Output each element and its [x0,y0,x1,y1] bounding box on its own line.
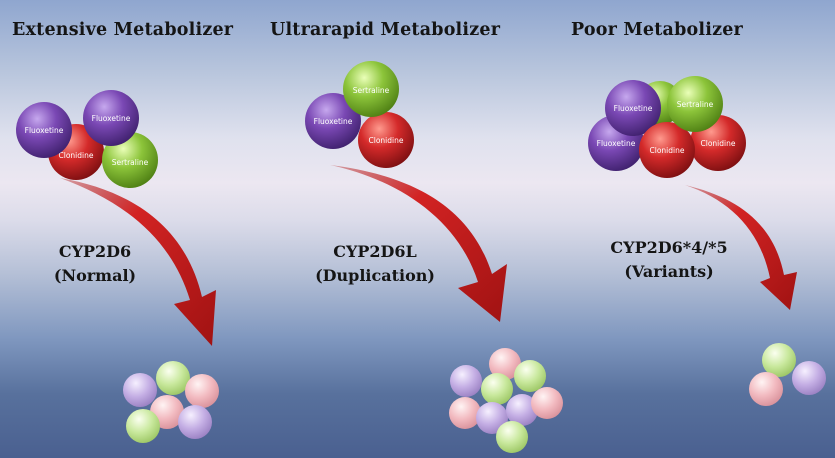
metabolite-ball [514,360,546,392]
metabolite-ball [762,343,796,377]
enzyme-note: (Variants) [624,262,714,281]
title-poor-metabolizer: Poor Metabolizer [571,20,743,40]
enzyme-name: CYP2D6L [333,242,417,261]
drug-ball-fluoxetine: Fluoxetine [605,80,661,136]
metabolite-ball [481,373,513,405]
metabolite-ball [178,405,212,439]
drug-cluster-extensive: Clonidine Sertraline Fluoxetine Fluoxeti… [16,90,158,188]
drug-ball-clonidine: Clonidine [639,122,695,178]
svg-text:Clonidine: Clonidine [701,139,736,148]
svg-text:Sertraline: Sertraline [353,86,390,95]
arrow-ultrarapid [330,165,507,322]
metabolite-ball [792,361,826,395]
drug-ball-sertraline: Sertraline [102,132,158,188]
metabolite-cluster-extensive [123,361,219,443]
svg-text:Fluoxetine: Fluoxetine [614,104,653,113]
title-ultrarapid-metabolizer: Ultrarapid Metabolizer [270,20,501,40]
metabolite-cluster-poor [749,343,826,406]
drug-cluster-poor: Clonidine Fluoxetine Fluoxetine Clonidin… [588,76,746,178]
svg-text:Clonidine: Clonidine [59,151,94,160]
metabolite-ball [123,373,157,407]
svg-text:Fluoxetine: Fluoxetine [25,126,64,135]
svg-text:Fluoxetine: Fluoxetine [92,114,131,123]
metabolite-cluster-ultrarapid [449,348,563,453]
drug-cluster-ultrarapid: Clonidine Fluoxetine Sertraline [305,61,414,168]
svg-text:Fluoxetine: Fluoxetine [597,139,636,148]
metabolite-ball [126,409,160,443]
drug-ball-fluoxetine: Fluoxetine [305,93,361,149]
svg-text:Sertraline: Sertraline [112,158,149,167]
title-extensive-metabolizer: Extensive Metabolizer [12,20,234,40]
svg-text:Clonidine: Clonidine [369,136,404,145]
metabolite-ball [449,397,481,429]
metabolite-ball [506,394,538,426]
enzyme-label-extensive: CYP2D6 (Normal) [40,240,150,288]
enzyme-note: (Duplication) [315,266,435,285]
svg-text:Fluoxetine: Fluoxetine [314,117,353,126]
enzyme-name: CYP2D6*4/*5 [610,238,728,257]
metabolite-ball [450,365,482,397]
enzyme-label-poor: CYP2D6*4/*5 (Variants) [594,236,744,284]
arrow-extensive [60,178,216,346]
metabolite-ball [476,402,508,434]
metabolite-ball [185,374,219,408]
enzyme-name: CYP2D6 [58,242,132,261]
drug-ball-clonidine: Clonidine [358,112,414,168]
metabolite-ball [496,421,528,453]
metabolite-ball [156,361,190,395]
svg-text:Clonidine: Clonidine [650,146,685,155]
metabolite-ball [531,387,563,419]
metabolite-ball [749,372,783,406]
drug-ball-fluoxetine: Fluoxetine [16,102,72,158]
enzyme-label-ultrarapid: CYP2D6L (Duplication) [300,240,450,288]
metabolite-ball [489,348,521,380]
svg-text:Sertraline: Sertraline [677,100,714,109]
drug-ball-sertraline: Sertraline [343,61,399,117]
drug-ball-sertraline: Sertraline [667,76,723,132]
drug-ball-fluoxetine: Fluoxetine [83,90,139,146]
arrow-poor [685,185,797,310]
enzyme-note: (Normal) [53,266,137,285]
